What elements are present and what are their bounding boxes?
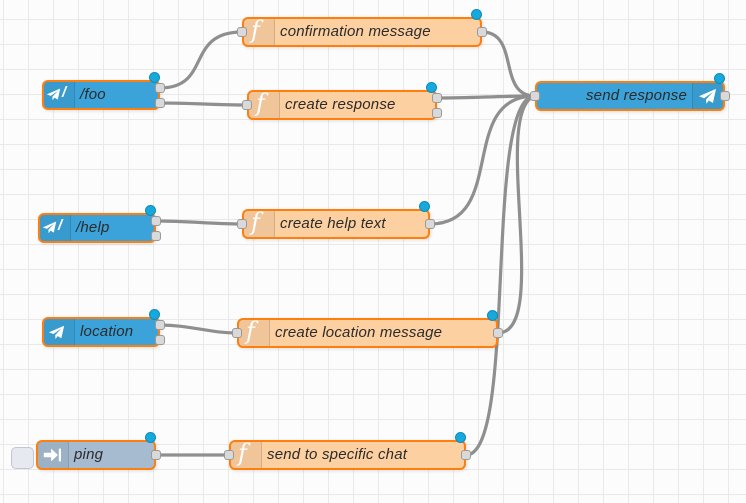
telegram-plane-icon bbox=[692, 83, 723, 109]
changed-badge bbox=[487, 310, 498, 321]
wire-create-help-to-send[interactable] bbox=[428, 94, 537, 226]
function-f-icon: f bbox=[231, 439, 262, 468]
wire-location-to-create-location[interactable] bbox=[158, 323, 239, 335]
changed-badge bbox=[149, 309, 160, 320]
output-port-1[interactable] bbox=[151, 216, 161, 226]
node-label: create location message bbox=[275, 324, 443, 341]
input-port[interactable] bbox=[224, 450, 234, 460]
inject-button[interactable] bbox=[11, 447, 34, 469]
inject-arrow-icon bbox=[38, 442, 69, 468]
input-port[interactable] bbox=[232, 328, 242, 338]
node-label: ping bbox=[74, 446, 104, 463]
changed-badge bbox=[149, 72, 160, 83]
node-label: send to specific chat bbox=[267, 446, 408, 463]
output-port[interactable] bbox=[477, 27, 487, 37]
node-help-command[interactable]: / /help bbox=[38, 205, 161, 243]
output-port-1[interactable] bbox=[432, 93, 442, 103]
node-label: /foo bbox=[80, 86, 106, 103]
changed-badge bbox=[419, 201, 430, 212]
changed-badge bbox=[145, 205, 156, 216]
wire-help-to-create-help[interactable] bbox=[154, 219, 244, 226]
output-port-1[interactable] bbox=[155, 320, 165, 330]
changed-badge bbox=[471, 9, 482, 20]
input-port[interactable] bbox=[530, 91, 540, 101]
input-port[interactable] bbox=[242, 100, 252, 110]
node-label: send response bbox=[585, 87, 687, 104]
node-label: location bbox=[80, 323, 134, 340]
node-label: /help bbox=[76, 219, 110, 236]
output-port-2[interactable] bbox=[155, 335, 165, 345]
changed-badge bbox=[714, 73, 725, 84]
output-port-1[interactable] bbox=[155, 83, 165, 93]
wire-foo-to-confirmation[interactable] bbox=[158, 30, 244, 90]
changed-badge bbox=[455, 432, 466, 443]
node-create-location-message[interactable]: f create location message bbox=[232, 310, 503, 348]
output-port-2[interactable] bbox=[151, 231, 161, 241]
function-f-icon: f bbox=[244, 16, 275, 45]
node-send-to-specific-chat[interactable]: f send to specific chat bbox=[224, 432, 471, 470]
node-label: create help text bbox=[280, 215, 386, 232]
input-port[interactable] bbox=[237, 219, 247, 229]
node-label: confirmation message bbox=[280, 23, 431, 40]
telegram-plane-icon bbox=[44, 319, 75, 345]
node-confirmation-message[interactable]: f confirmation message bbox=[237, 9, 487, 47]
telegram-plane-slash-icon: / bbox=[40, 215, 71, 241]
changed-badge bbox=[145, 432, 156, 443]
output-port[interactable] bbox=[493, 328, 503, 338]
output-port[interactable] bbox=[461, 450, 471, 460]
output-port[interactable] bbox=[151, 450, 161, 460]
wire-chat-to-send[interactable] bbox=[464, 94, 537, 457]
wire-confirmation-to-send[interactable] bbox=[480, 30, 537, 98]
node-ping-inject[interactable]: ping bbox=[36, 432, 161, 470]
wire-foo-to-create-response[interactable] bbox=[158, 101, 249, 107]
wire-create-location-to-send[interactable] bbox=[496, 94, 537, 335]
node-create-help-text[interactable]: f create help text bbox=[237, 201, 435, 239]
output-port[interactable] bbox=[425, 219, 435, 229]
node-create-response[interactable]: f create response bbox=[242, 82, 442, 120]
node-foo-command[interactable]: / /foo bbox=[42, 72, 165, 110]
node-location-event[interactable]: location bbox=[42, 309, 165, 347]
function-f-icon: f bbox=[239, 317, 270, 346]
function-f-icon: f bbox=[244, 208, 275, 237]
output-port[interactable] bbox=[720, 91, 730, 101]
function-f-icon: f bbox=[249, 89, 280, 118]
telegram-plane-slash-icon: / bbox=[44, 82, 75, 108]
node-send-response[interactable]: send response bbox=[530, 73, 730, 111]
changed-badge bbox=[426, 82, 437, 93]
output-port-2[interactable] bbox=[155, 98, 165, 108]
output-port-2[interactable] bbox=[432, 108, 442, 118]
input-port[interactable] bbox=[237, 27, 247, 37]
node-label: create response bbox=[285, 96, 396, 113]
